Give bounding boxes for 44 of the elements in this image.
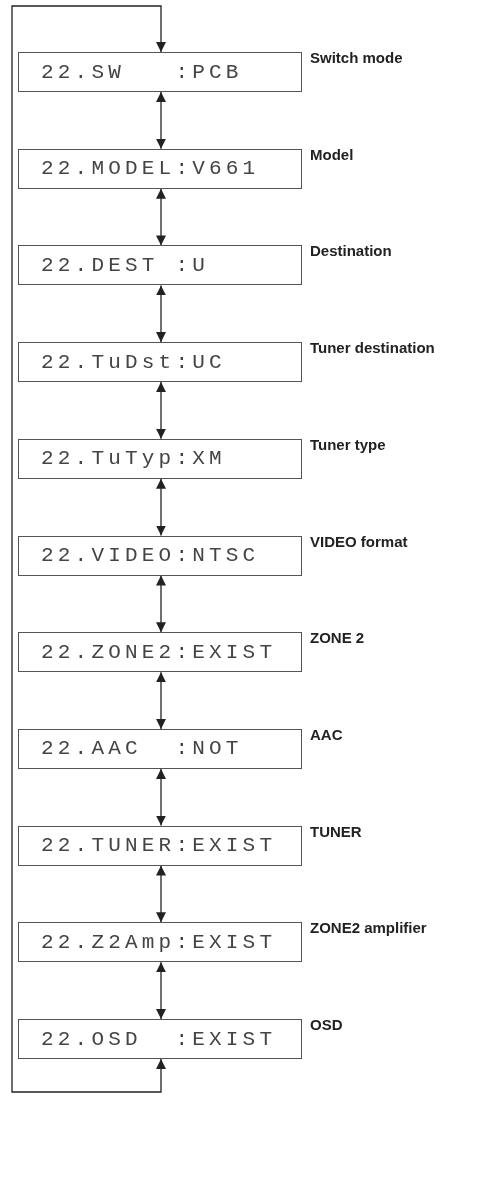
display-text: 22.MODEL:V661 xyxy=(41,157,260,181)
display-box xyxy=(18,535,302,576)
display-box xyxy=(18,52,302,92)
double-arrow xyxy=(156,188,166,247)
double-arrow xyxy=(156,574,166,633)
double-arrow xyxy=(156,91,166,150)
display-box xyxy=(18,245,302,286)
double-arrow xyxy=(156,284,166,343)
display-text: 22.DEST :U xyxy=(41,253,210,277)
double-arrow xyxy=(156,671,166,730)
display-text: 22.AAC :NOT xyxy=(41,737,243,761)
double-arrow xyxy=(156,768,166,827)
double-arrow xyxy=(156,381,166,440)
setting-label: Destination xyxy=(310,242,392,260)
display-text: 22.VIDEO:NTSC xyxy=(41,544,260,567)
display-text: 22.TuDst:UC xyxy=(41,350,226,374)
setting-label: Switch mode xyxy=(310,49,403,66)
double-arrow xyxy=(156,478,166,537)
display-box xyxy=(18,825,302,866)
display-box xyxy=(18,438,302,479)
double-arrow xyxy=(156,864,166,923)
display-box xyxy=(18,922,302,963)
display-text: 22.ZONE2:EXIST xyxy=(41,640,277,664)
setting-label: OSD xyxy=(310,1016,343,1033)
loop-arrow xyxy=(11,5,166,1093)
setting-label: Tuner type xyxy=(310,435,386,453)
display-box xyxy=(18,148,302,189)
setting-label: AAC xyxy=(310,725,343,743)
display-text: 22.TUNER:EXIST xyxy=(41,834,277,858)
setting-label: Model xyxy=(310,145,354,163)
display-box xyxy=(18,342,302,383)
display-text: 22.OSD :EXIST xyxy=(41,1027,277,1051)
display-text: 22.TuTyp:XM xyxy=(41,447,226,471)
setting-label: Tuner destination xyxy=(310,339,435,357)
display-box xyxy=(18,1019,302,1059)
setting-label: ZONE2 amplifier xyxy=(310,919,427,937)
display-text: 22.SW :PCB xyxy=(41,60,243,84)
display-box xyxy=(18,632,302,673)
setting-label: ZONE 2 xyxy=(310,629,365,647)
double-arrow xyxy=(156,961,166,1020)
setting-label: TUNER xyxy=(310,822,362,840)
display-text: 22.Z2Amp:EXIST xyxy=(41,930,277,954)
display-box xyxy=(18,728,302,769)
setting-label: VIDEO format xyxy=(310,532,408,550)
